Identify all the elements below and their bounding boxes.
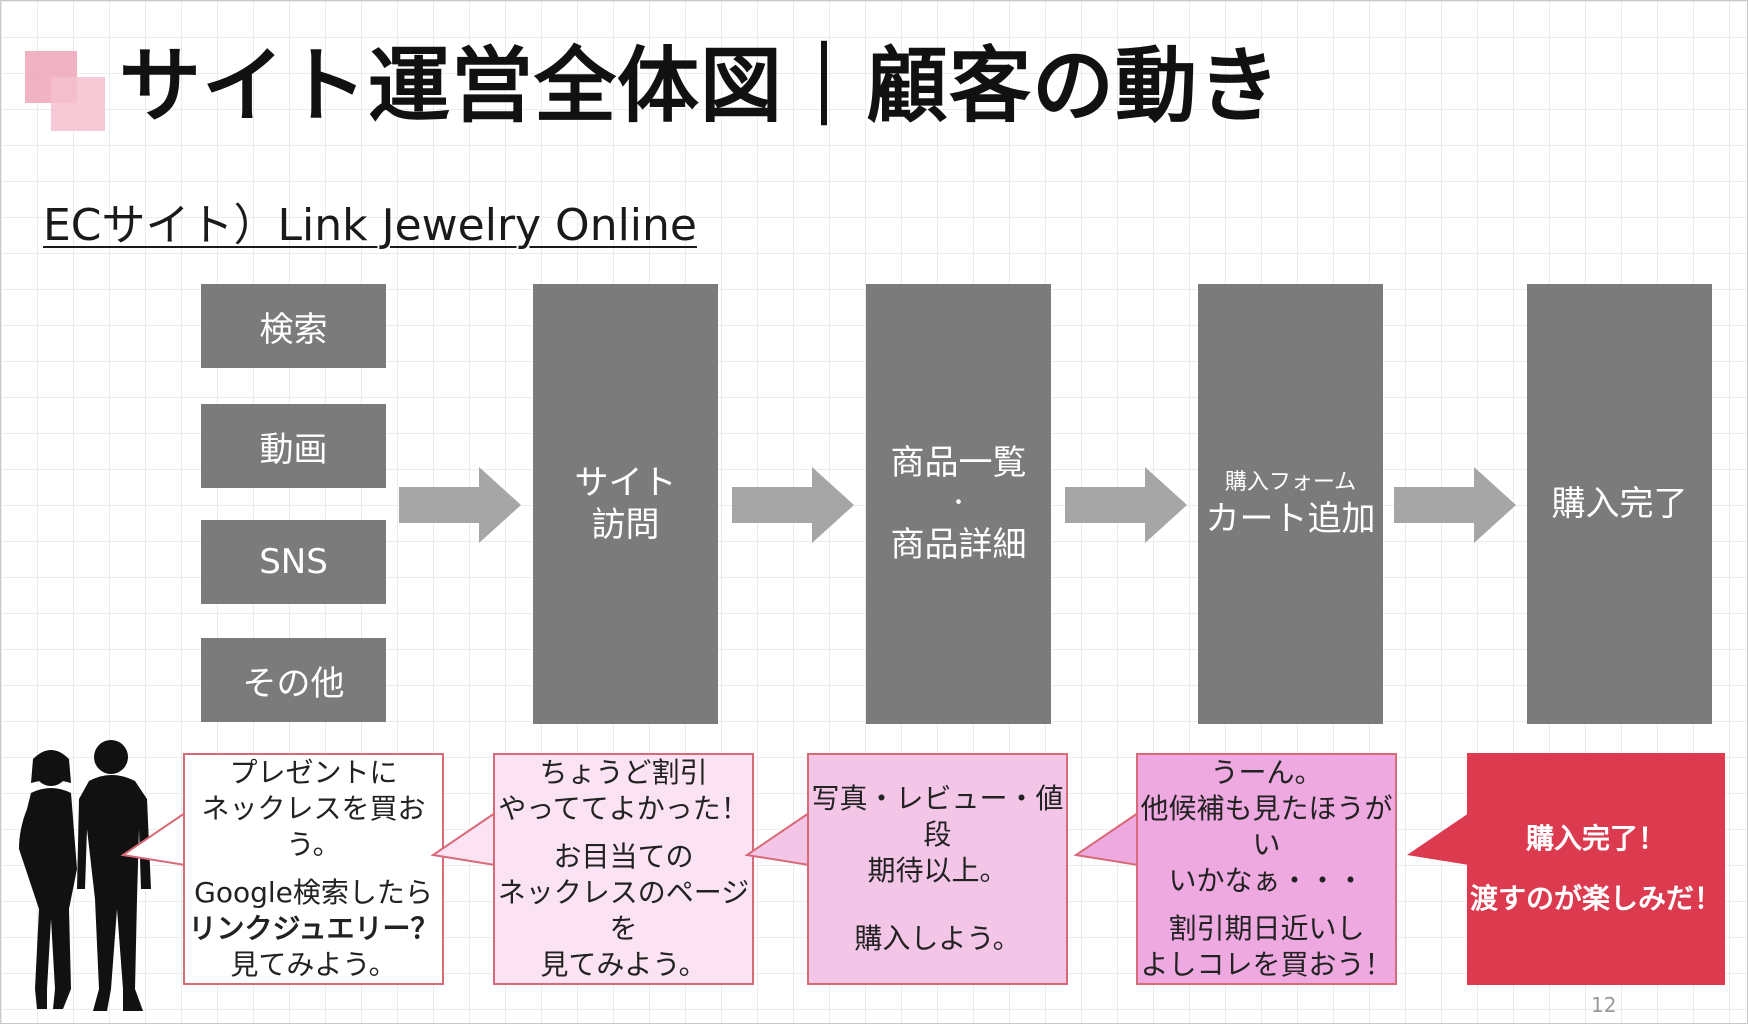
stage-purchase-complete: 購入完了: [1527, 284, 1712, 724]
bubble-1-line-3: Google検索したら: [194, 876, 433, 909]
bubble-4-line-4: 割引期日近いし: [1168, 912, 1365, 945]
bubble-customer-thought-3: 写真・レビュー・値段 期待以上。 購入しよう。: [807, 753, 1068, 985]
bubble-2-line-3: お目当ての: [553, 840, 694, 873]
bubble-customer-thought-4: うーん。 他候補も見たほうがい いかなぁ・・・ 割引期日近いし よしコレを買おう…: [1136, 753, 1397, 985]
flow-arrow-1: [399, 467, 521, 543]
bubble-5-line-2: 渡すのが楽しみだ！: [1469, 882, 1722, 915]
stage-product-list-line-1: 商品一覧: [890, 443, 1027, 483]
page-subtitle: ECサイト）Link Jewelry Online: [43, 200, 697, 251]
bubble-2-line-4: ネックレスのページを: [497, 876, 750, 945]
stage-site-visit-line-1: サイト: [574, 463, 677, 503]
flow-arrow-4: [1394, 467, 1516, 543]
stage-cart-label: カート追加: [1205, 499, 1376, 539]
bubble-1-line-4: リンクジュエリー？: [188, 912, 439, 945]
stage-site-visit-line-2: 訪問: [591, 505, 660, 545]
stage-product-list-line-2: 商品詳細: [890, 525, 1027, 565]
bubble-2-line-1: ちょうど割引: [539, 756, 708, 789]
stage-product-list: 商品一覧 ・ 商品詳細: [866, 284, 1051, 724]
bubble-customer-thought-2: ちょうど割引 やっててよかった！ お目当ての ネックレスのページを 見てみよう。: [493, 753, 754, 985]
stage-product-list-separator: ・: [947, 491, 970, 516]
bubble-1-line-1: プレゼントに: [229, 756, 398, 789]
stage-site-visit: サイト 訪問: [533, 284, 718, 724]
stage-cart: 購入フォーム カート追加: [1198, 284, 1383, 724]
source-sns: SNS: [201, 520, 386, 604]
bubble-3-line-1: 写真・レビュー・値段: [811, 782, 1064, 851]
bubble-4-line-1: うーん。: [1210, 756, 1323, 789]
page-title: サイト運営全体図｜顧客の動き: [119, 39, 1282, 134]
bubble-2-line-5: 見てみよう。: [540, 948, 707, 981]
bubble-3-line-3: 購入しよう。: [854, 922, 1021, 955]
bubble-4-line-2: 他候補も見たほうがい: [1140, 792, 1393, 861]
bubble-customer-thought-1: プレゼントに ネックレスを買おう。 Google検索したら リンクジュエリー？ …: [183, 753, 444, 985]
bubble-3-line-2: 期待以上。: [867, 854, 1008, 887]
flow-arrow-3: [1065, 467, 1187, 543]
bubble-5-tail: [1407, 813, 1469, 865]
bubble-4-line-5: よしコレを買おう！: [1140, 948, 1393, 981]
source-video: 動画: [201, 404, 386, 488]
bubble-1-line-5: 見てみよう。: [230, 948, 397, 981]
bubble-1-line-2: ネックレスを買おう。: [201, 792, 426, 861]
bubble-4-line-3: いかなぁ・・・: [1168, 864, 1365, 897]
bubble-2-line-2: やっててよかった！: [498, 792, 749, 825]
logo-square-front: [51, 77, 105, 131]
customer-couple-silhouette-icon: [19, 740, 151, 1011]
stage-purchase-complete-label: 購入完了: [1551, 484, 1688, 524]
bubble-customer-thought-5: 購入完了！ 渡すのが楽しみだ！: [1467, 753, 1725, 985]
source-other: その他: [201, 638, 386, 722]
source-search: 検索: [201, 284, 386, 368]
bubble-5-line-1: 購入完了！: [1525, 822, 1666, 855]
stage-cart-sublabel: 購入フォーム: [1224, 470, 1357, 495]
flow-arrow-2: [732, 467, 854, 543]
page-number: 12: [1591, 993, 1617, 1017]
